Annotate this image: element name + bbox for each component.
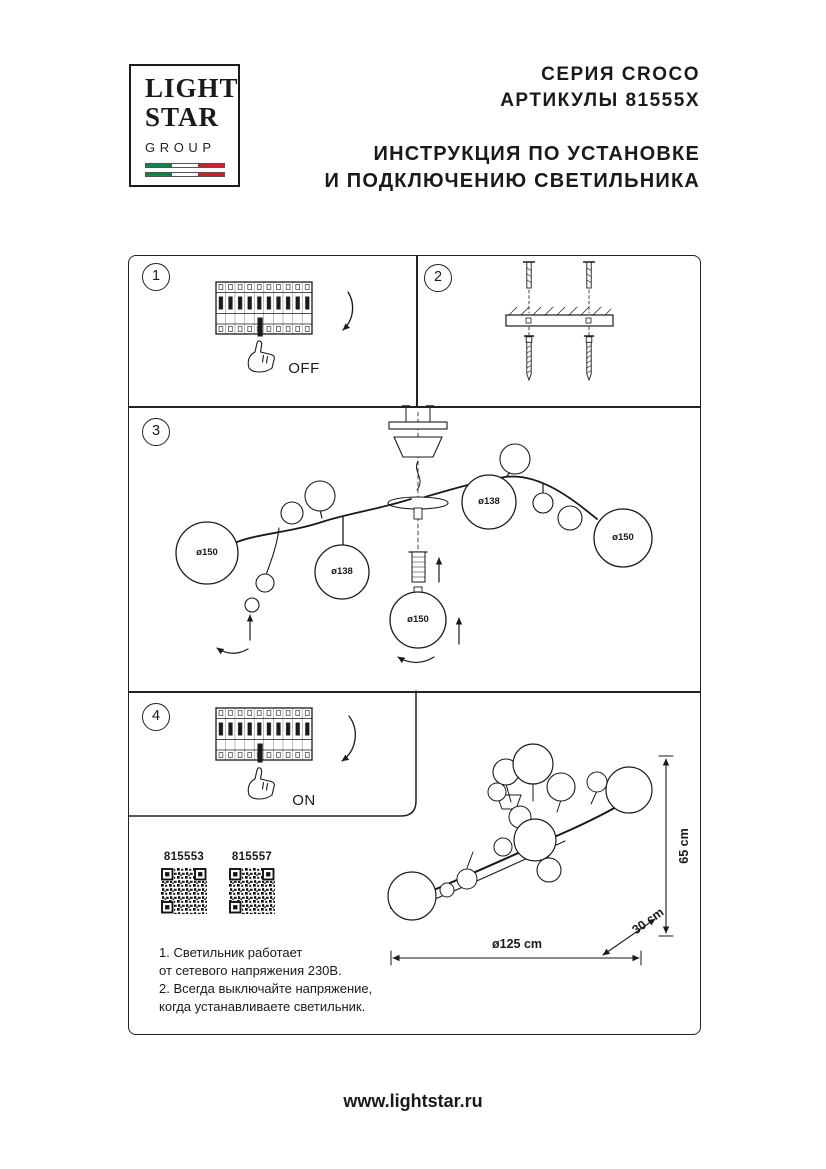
screw-rotation-arrow-icon xyxy=(397,656,435,664)
step3-assembly-diagram xyxy=(175,405,653,664)
step1-number: 1 xyxy=(142,263,170,291)
mounting-screw-icon xyxy=(523,335,535,381)
flag-red-segment xyxy=(198,164,224,167)
panel-line-art xyxy=(129,261,674,966)
instruction-panel: 1 2 3 4 OFF ON ø150 ø138 ø138 ø150 ø150 … xyxy=(128,255,701,1035)
globe-150-detached xyxy=(389,591,447,649)
wire xyxy=(416,460,421,491)
canopy xyxy=(393,436,443,458)
step4-number: 4 xyxy=(142,703,170,731)
logo-word-group: GROUP xyxy=(145,140,216,155)
title-line1: ИНСТРУКЦИЯ ПО УСТАНОВКЕ xyxy=(373,143,700,165)
flag-white-segment xyxy=(172,173,198,176)
note-line: от сетевого напряжения 230В. xyxy=(159,963,342,978)
globe-138-right xyxy=(461,474,517,530)
small-globe xyxy=(244,597,260,613)
website-url: www.lightstar.ru xyxy=(343,1091,483,1111)
flag-white-segment xyxy=(172,164,198,167)
step4-box-border xyxy=(129,690,417,817)
qr-label-815557: 815557 xyxy=(231,851,273,863)
panel-divider-h2 xyxy=(129,691,700,693)
logo-word-star: STAR xyxy=(145,102,220,132)
flag-red-segment xyxy=(198,173,224,176)
step3-number: 3 xyxy=(142,418,170,446)
lightstar-logo: LIGHT STAR GROUP xyxy=(129,64,240,187)
globe-label-detached: ø150 xyxy=(407,614,429,625)
note-line: 1. Светильник работает xyxy=(159,945,303,960)
globe-150-far-right xyxy=(593,508,653,568)
small-globe xyxy=(280,501,304,525)
small-globe xyxy=(499,443,531,475)
flip-up-arrow-icon xyxy=(341,715,356,762)
flip-down-arrow-icon xyxy=(342,291,354,331)
off-label: OFF xyxy=(288,360,320,377)
notes-text: 1. Светильник работает от сетевого напря… xyxy=(159,944,421,1016)
series-name: СЕРИЯ CROCO xyxy=(541,64,700,85)
articles-number: АРТИКУЛЫ 81555X xyxy=(500,90,700,111)
globe-label-right-mid: ø138 xyxy=(478,496,500,507)
italy-flag-bar xyxy=(145,163,225,168)
small-globe xyxy=(532,492,554,514)
title-line2: И ПОДКЛЮЧЕНИЮ СВЕТИЛЬНИКА xyxy=(324,170,700,192)
italy-flag-bar xyxy=(145,172,225,177)
mounting-plate xyxy=(388,421,448,430)
panel-divider-vertical xyxy=(416,256,418,406)
screw-rotation-arrow-icon xyxy=(216,647,249,655)
mounting-screw-icon xyxy=(583,335,595,381)
flag-green-segment xyxy=(146,173,172,176)
step1-breaker-diagram xyxy=(215,281,354,373)
wall-anchor-icon xyxy=(522,261,536,289)
globe-label-far-right: ø150 xyxy=(612,532,634,543)
qr-label-815553: 815553 xyxy=(163,851,205,863)
dimension-arrows xyxy=(390,755,674,966)
dimension-diameter-label: ø125 cm xyxy=(491,937,543,951)
logo-word-light: LIGHT xyxy=(145,73,239,103)
wall-anchor-icon xyxy=(582,261,596,289)
small-globe xyxy=(557,505,583,531)
qr-code-815557 xyxy=(229,868,275,914)
left-arm xyxy=(236,498,412,543)
header-series-block: СЕРИЯ CROCO АРТИКУЛЫ 81555X xyxy=(500,62,700,114)
globe-label-mid: ø138 xyxy=(331,566,353,577)
note-line: 2. Всегда выключайте напряжение, xyxy=(159,981,373,996)
step4-breaker-diagram xyxy=(215,707,356,800)
on-label: ON xyxy=(292,792,316,809)
step2-number: 2 xyxy=(424,264,452,292)
note-line: когда устанавливаете светильник. xyxy=(159,999,366,1014)
qr-code-815553 xyxy=(161,868,207,914)
globe-label-left: ø150 xyxy=(196,547,218,558)
dimension-height-label: 65 cm xyxy=(677,828,691,864)
globe-150-left xyxy=(175,521,239,585)
panel-divider-h1 xyxy=(129,406,700,408)
document-title: ИНСТРУКЦИЯ ПО УСТАНОВКЕ И ПОДКЛЮЧЕНИЮ СВ… xyxy=(324,141,700,195)
small-globe xyxy=(304,480,336,512)
small-globe xyxy=(255,573,275,593)
depth-dimension-arrow xyxy=(602,918,656,956)
step2-bracket-diagram xyxy=(505,261,614,381)
right-arm xyxy=(424,475,598,520)
flag-green-segment xyxy=(146,164,172,167)
globe-138-mid xyxy=(314,544,370,600)
assembled-chandelier-diagram xyxy=(387,743,653,921)
